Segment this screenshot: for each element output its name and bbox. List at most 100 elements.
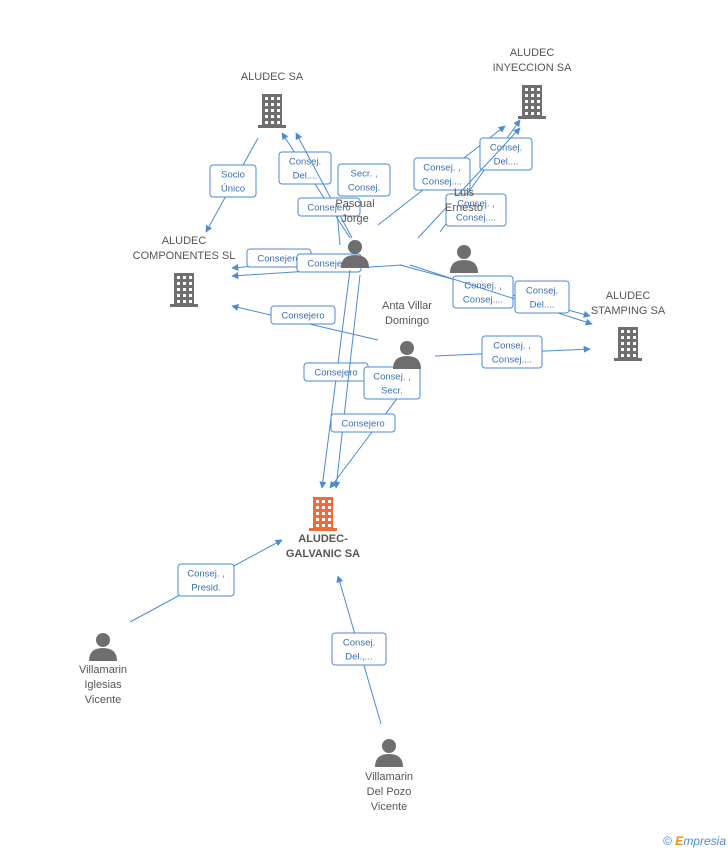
edge-label-text: Secr. , bbox=[351, 169, 378, 180]
edge-label-box[interactable] bbox=[363, 366, 421, 400]
edge-line bbox=[409, 264, 593, 326]
edge-label-text: Consej. , bbox=[373, 372, 411, 383]
node-aludec[interactable]: ALUDEC SA bbox=[241, 71, 304, 128]
node-label: Vicente bbox=[371, 801, 408, 813]
edge-label-text: Consejero bbox=[341, 419, 384, 430]
edge-label-text: Consejero bbox=[307, 259, 350, 270]
brand-initial: E bbox=[675, 834, 684, 848]
node-label: Pascual bbox=[335, 198, 374, 210]
watermark: © Empresia bbox=[663, 834, 726, 848]
node-label: STAMPING SA bbox=[591, 305, 666, 317]
edge-e14: Consejero bbox=[303, 269, 369, 489]
edge-label-text: Del.,... bbox=[345, 652, 372, 663]
edge-line bbox=[417, 127, 521, 239]
node-label: Jorge bbox=[341, 213, 369, 225]
edge-label-box[interactable] bbox=[413, 157, 471, 191]
edge-label-text: Consej.... bbox=[463, 295, 503, 306]
edge-label-box[interactable] bbox=[270, 305, 336, 325]
edge-e17: Consej. , Presid. bbox=[129, 539, 283, 623]
edge-label-text: Consej. , bbox=[457, 199, 495, 210]
person-icon bbox=[450, 245, 478, 273]
node-label: Vicente bbox=[85, 694, 122, 706]
edge-label-text: Consejero bbox=[257, 254, 300, 265]
edge-label-box[interactable] bbox=[445, 193, 507, 227]
node-label: Del Pozo bbox=[367, 786, 412, 798]
person-icon bbox=[375, 739, 403, 767]
edge-label-box[interactable] bbox=[330, 413, 396, 433]
edge-label-text: Presid. bbox=[191, 583, 221, 594]
edge-e4: Consejero bbox=[297, 197, 361, 246]
edge-label-text: Consej. , bbox=[493, 341, 531, 352]
node-label: Domingo bbox=[385, 315, 429, 327]
edge-label-box[interactable] bbox=[278, 151, 332, 185]
edge-label-text: Del.... bbox=[530, 300, 555, 311]
node-label: ALUDEC bbox=[162, 235, 207, 247]
copyright-symbol: © bbox=[663, 834, 672, 848]
node-label: COMPONENTES SL bbox=[133, 250, 236, 262]
node-inyeccion[interactable]: ALUDEC INYECCION SA bbox=[493, 47, 573, 119]
edge-label-box[interactable] bbox=[209, 164, 257, 198]
edge-label-box[interactable] bbox=[514, 280, 570, 314]
edge-label-text: Consej. bbox=[289, 157, 321, 168]
node-label: ALUDEC bbox=[606, 290, 651, 302]
node-label: Ernesto bbox=[445, 202, 483, 214]
node-label: ALUDEC SA bbox=[241, 71, 304, 83]
edge-label-text: Consejero bbox=[281, 311, 324, 322]
edge-label-box[interactable] bbox=[337, 163, 391, 197]
brand-name: mpresia bbox=[683, 834, 726, 848]
node-componentes[interactable]: ALUDEC COMPONENTES SL bbox=[133, 235, 236, 307]
edge-e18: Consej. Del.,... bbox=[331, 575, 387, 725]
edge-e7: Consej. , Consej.... bbox=[417, 127, 521, 239]
node-label: Iglesias bbox=[84, 679, 122, 691]
edge-e11: Consej. Del.... bbox=[409, 264, 593, 326]
edge-label-box[interactable] bbox=[331, 632, 387, 666]
edge-label-text: Del.... bbox=[293, 171, 318, 182]
edge-e13: Consej. , Consej.... bbox=[434, 335, 591, 369]
edge-e5: Consej. , Consej.... bbox=[377, 125, 506, 226]
building-icon bbox=[518, 85, 546, 119]
node-label: ALUDEC- bbox=[298, 533, 348, 545]
node-label: INYECCION SA bbox=[493, 62, 573, 74]
edge-label-text: Consej.... bbox=[456, 213, 496, 224]
edge-label-text: Consej.... bbox=[492, 355, 532, 366]
edge-label-text: Consej. , bbox=[423, 163, 461, 174]
building-icon bbox=[170, 273, 198, 307]
edge-label-text: Socio bbox=[221, 170, 245, 181]
edge-e16: Consejero bbox=[330, 274, 396, 489]
edge-label-box[interactable] bbox=[297, 197, 361, 217]
person-icon bbox=[393, 341, 421, 369]
edge-label-box[interactable] bbox=[177, 563, 235, 597]
edge-label-text: Consej. , bbox=[464, 281, 502, 292]
edge-label-box[interactable] bbox=[479, 137, 533, 171]
edge-line bbox=[333, 274, 361, 489]
edge-label-text: Consej. bbox=[490, 143, 522, 154]
node-label: Villamarin bbox=[79, 664, 127, 676]
edge-label-text: Secr. bbox=[381, 386, 403, 397]
node-stamping[interactable]: ALUDEC STAMPING SA bbox=[591, 290, 666, 361]
edge-label-text: Del.... bbox=[494, 157, 519, 168]
edge-label-text: Consej. bbox=[526, 286, 558, 297]
person-icon bbox=[341, 240, 369, 268]
building-icon bbox=[614, 327, 642, 361]
edge-line bbox=[295, 132, 353, 239]
edge-label-text: Consejero bbox=[307, 203, 350, 214]
node-galvanic[interactable]: ALUDEC-GALVANIC SA bbox=[286, 497, 360, 560]
edge-label-text: Único bbox=[221, 184, 245, 195]
edge-e2: Consej. Del.... bbox=[278, 132, 351, 239]
node-label: Villamarin bbox=[365, 771, 413, 783]
edge-line bbox=[281, 132, 351, 239]
edge-label-box[interactable] bbox=[481, 335, 543, 369]
building-icon bbox=[258, 94, 286, 128]
node-label: ALUDEC bbox=[510, 47, 555, 59]
building-icon bbox=[309, 497, 337, 531]
edge-label-text: Consej. , bbox=[187, 569, 225, 580]
edge-label-text: Consej. bbox=[343, 638, 375, 649]
